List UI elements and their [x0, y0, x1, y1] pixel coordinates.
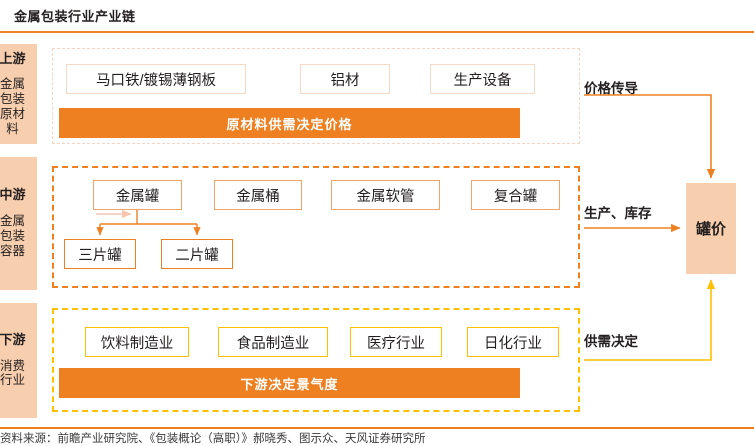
stage-subtitle-upstream: 金属包装原材料: [0, 77, 25, 136]
node-metal-tube[interactable]: 金属软管: [331, 180, 440, 210]
node-can-price[interactable]: 罐价: [686, 183, 736, 274]
stage-subtitle-midstream: 金属包装容器: [0, 214, 25, 258]
stage-title-upstream: 上游: [0, 50, 26, 66]
node-composite-can[interactable]: 复合罐: [471, 180, 560, 210]
footer-source: 资料来源：前瞻产业研究院、《包装概论（高职）》郝晓秀、图示众、天风证券研究所: [0, 433, 426, 445]
node-medical-industry[interactable]: 医疗行业: [350, 327, 442, 357]
stage-label-downstream: 下游 消费行业: [0, 303, 37, 418]
wire-price-transmission: [584, 94, 716, 179]
header-divider: [0, 31, 754, 33]
page-title: 金属包装行业产业链: [14, 9, 136, 24]
stage-title-downstream: 下游: [0, 331, 26, 347]
page-header: 金属包装行业产业链: [0, 0, 754, 33]
node-food-manufacturing[interactable]: 食品制造业: [218, 327, 328, 357]
upstream-banner: 原材料供需决定价格: [59, 108, 520, 138]
flow-label-supply-demand: 供需决定: [584, 334, 638, 349]
node-two-piece-can[interactable]: 二片罐: [161, 239, 233, 269]
node-tinplate[interactable]: 马口铁/镀锡薄钢板: [66, 64, 246, 94]
node-aluminum[interactable]: 铝材: [300, 64, 390, 94]
stage-label-midstream: 中游 金属包装容器: [0, 157, 37, 290]
midstream-frame: [52, 166, 580, 288]
stage-title-midstream: 中游: [0, 187, 26, 203]
flow-label-production-stock: 生产、库存: [584, 206, 652, 221]
downstream-frame: [52, 308, 580, 412]
upstream-frame: [52, 48, 580, 144]
node-metal-drum[interactable]: 金属桶: [214, 180, 302, 210]
flow-label-price-transmission: 价格传导: [584, 81, 638, 96]
node-equipment[interactable]: 生产设备: [430, 64, 535, 94]
downstream-banner: 下游决定景气度: [59, 368, 520, 398]
node-three-piece-can[interactable]: 三片罐: [64, 239, 136, 269]
node-daily-chemical-industry[interactable]: 日化行业: [467, 327, 559, 357]
stage-label-upstream: 上游 金属包装原材料: [0, 44, 37, 144]
footer-divider: [0, 427, 754, 429]
stage-subtitle-downstream: 消费行业: [0, 358, 25, 388]
node-beverage-manufacturing[interactable]: 饮料制造业: [85, 327, 189, 357]
node-metal-can[interactable]: 金属罐: [93, 180, 182, 210]
